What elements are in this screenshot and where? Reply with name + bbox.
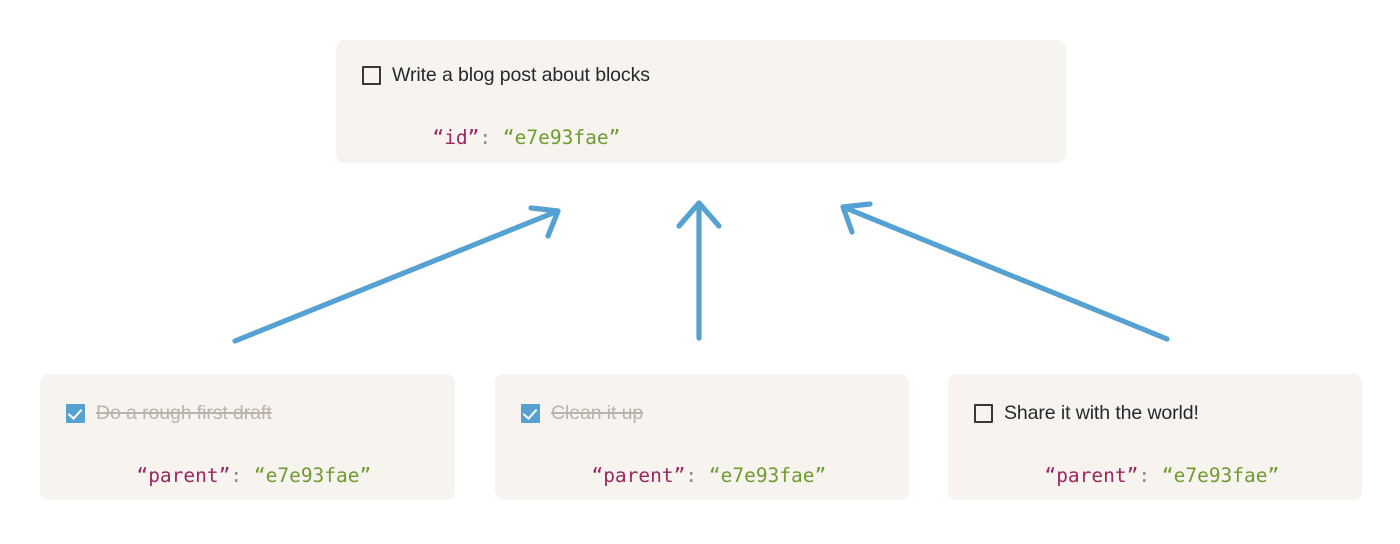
child-todo-row[interactable]: Clean it up: [521, 400, 909, 426]
arrow-child-2-to-parent: [676, 200, 722, 341]
json-value: “e7e93fae”: [708, 464, 827, 487]
child-todo-label: Clean it up: [551, 402, 644, 424]
checkbox-unchecked-icon[interactable]: [974, 403, 993, 423]
child-json-line: “parent”: “e7e93fae”: [521, 437, 909, 515]
parent-json-line: “id”: “e7e93fae”: [362, 99, 1066, 177]
child-todo-label: Share it with the world!: [1004, 402, 1199, 424]
child-json-line: “parent”: “e7e93fae”: [66, 437, 455, 515]
json-key: “parent”: [136, 464, 231, 487]
json-value: “e7e93fae”: [253, 464, 372, 487]
arrow-child-3-to-parent: [840, 201, 1170, 342]
child-block-card-3[interactable]: Share it with the world! “parent”: “e7e9…: [948, 374, 1362, 500]
child-todo-row[interactable]: Do a rough first draft: [66, 400, 455, 426]
json-value: “e7e93fae”: [1161, 464, 1280, 487]
json-colon: :: [1138, 464, 1162, 487]
json-key: “id”: [432, 126, 480, 149]
arrow-child-1-to-parent: [232, 205, 561, 344]
parent-todo-row[interactable]: Write a blog post about blocks: [362, 62, 1066, 88]
json-key: “parent”: [591, 464, 686, 487]
json-colon: :: [479, 126, 503, 149]
checkbox-checked-icon[interactable]: [66, 403, 85, 423]
json-colon: :: [230, 464, 254, 487]
checkbox-unchecked-icon[interactable]: [362, 65, 381, 85]
child-todo-label: Do a rough first draft: [96, 402, 272, 424]
parent-todo-label: Write a blog post about blocks: [392, 64, 650, 86]
checkbox-checked-icon[interactable]: [521, 403, 540, 423]
child-block-card-1[interactable]: Do a rough first draft “parent”: “e7e93f…: [40, 374, 455, 500]
child-todo-row[interactable]: Share it with the world!: [974, 400, 1362, 426]
json-key: “parent”: [1044, 464, 1139, 487]
json-value: “e7e93fae”: [502, 126, 621, 149]
child-block-card-2[interactable]: Clean it up “parent”: “e7e93fae”: [495, 374, 909, 500]
child-json-line: “parent”: “e7e93fae”: [974, 437, 1362, 515]
json-colon: :: [685, 464, 709, 487]
parent-block-card[interactable]: Write a blog post about blocks “id”: “e7…: [336, 40, 1066, 163]
